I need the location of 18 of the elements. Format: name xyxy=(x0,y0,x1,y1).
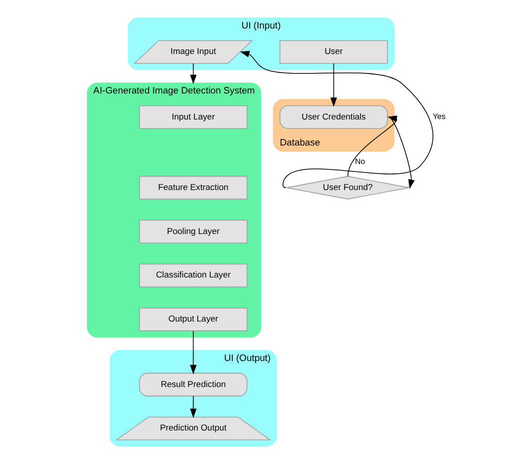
arrow xyxy=(240,50,434,188)
node-box: Pooling Layer xyxy=(139,220,248,244)
node-box: User Credentials xyxy=(280,105,388,129)
arrow xyxy=(388,116,415,189)
node-box: User xyxy=(280,40,388,64)
arrow xyxy=(190,396,197,418)
edge-label: Yes xyxy=(432,112,446,122)
node-box: Output Layer xyxy=(139,308,248,332)
edge-label: No xyxy=(354,156,365,166)
arrow xyxy=(190,63,197,84)
node-box: Feature Extraction xyxy=(139,176,248,200)
arrow xyxy=(347,115,398,177)
node-box: Input Layer xyxy=(139,105,248,129)
arrow xyxy=(190,330,197,374)
arrow xyxy=(330,63,337,107)
node-diamond: User Found? xyxy=(286,176,410,200)
node-box: Classification Layer xyxy=(139,264,248,288)
node-box: Result Prediction xyxy=(139,372,248,396)
